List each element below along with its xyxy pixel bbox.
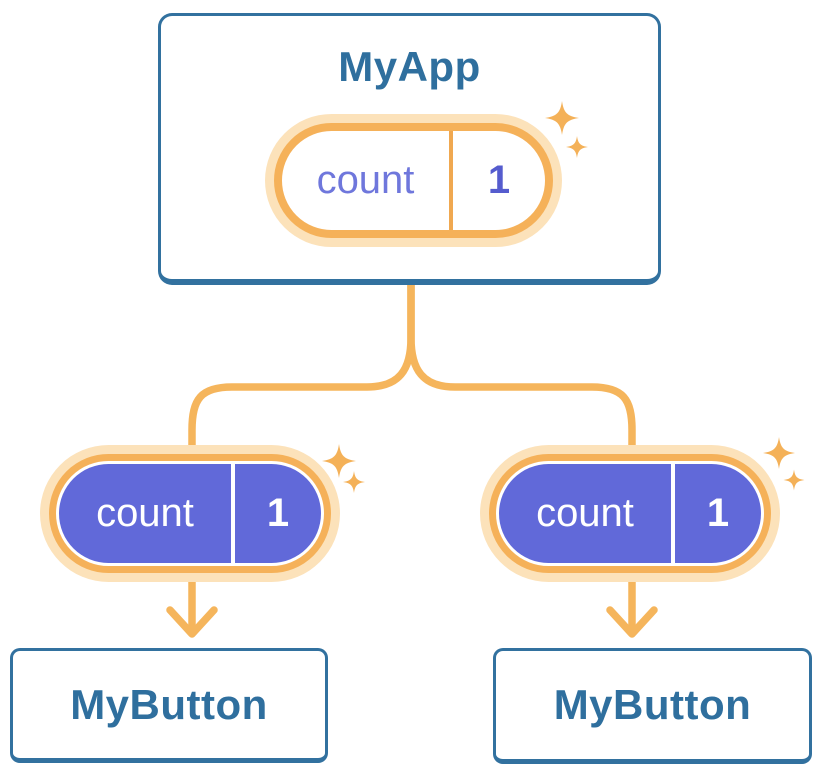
component-card-mybutton-right: MyButton [493, 648, 812, 764]
state-name-label: count [316, 158, 415, 202]
prop-pill-right: count 1 [480, 445, 780, 582]
state-pill: count 1 [265, 114, 562, 247]
component-title-mybutton: MyButton [70, 680, 268, 728]
prop-name-label: count [96, 491, 194, 535]
pill-divider [449, 131, 453, 230]
prop-value-label: 1 [706, 491, 730, 535]
prop-pill-ring: count 1 [489, 454, 771, 573]
branch-right-line [407, 278, 636, 504]
sparkle-icon [763, 437, 805, 491]
pill-divider [671, 464, 675, 563]
component-title-mybutton: MyButton [553, 681, 752, 728]
prop-pill-core: count 1 [499, 464, 761, 563]
state-pill-ring: count 1 [274, 123, 553, 238]
prop-pill-ring: count 1 [49, 454, 331, 573]
prop-pill-core: count 1 [59, 464, 321, 563]
component-title-myapp: MyApp [338, 43, 481, 90]
prop-pill-left: count 1 [40, 445, 340, 582]
sparkle-icon [322, 444, 365, 493]
pill-divider [231, 464, 235, 563]
branch-left-line [188, 278, 415, 504]
arrow-left-head [166, 606, 218, 638]
arrow-right-head [606, 606, 658, 638]
state-value-label: 1 [487, 158, 511, 202]
sparkle-icon [545, 101, 588, 158]
prop-name-label: count [536, 491, 634, 535]
component-card-mybutton-left: MyButton [10, 648, 328, 763]
prop-value-label: 1 [266, 491, 290, 535]
